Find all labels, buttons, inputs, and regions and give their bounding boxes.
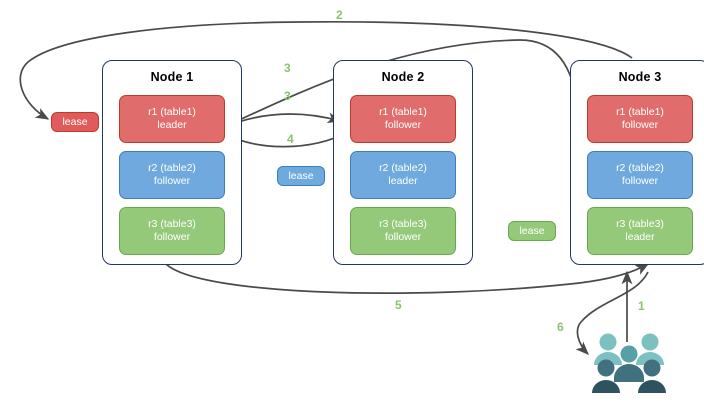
- node-card-1: Node 1 r1 (table1) leader r2 (table2) fo…: [102, 60, 242, 265]
- lease-badge-table2[interactable]: lease: [277, 166, 325, 186]
- edge-5: [165, 263, 650, 294]
- replica-node1-r3[interactable]: r3 (table3) follower: [119, 207, 225, 255]
- replica-role: follower: [153, 175, 191, 187]
- replica-node1-r2[interactable]: r2 (table2) follower: [119, 151, 225, 199]
- replica-node3-r3[interactable]: r3 (table3) leader: [587, 207, 693, 255]
- edge-label-3-upper: 3: [284, 61, 291, 75]
- replica-name: r1 (table1): [616, 105, 664, 118]
- users-group-icon: [592, 333, 666, 393]
- node-title-1: Node 1: [150, 70, 194, 84]
- node-card-3: Node 3 r1 (table1) follower r2 (table2) …: [570, 60, 704, 265]
- replica-role: follower: [621, 119, 659, 131]
- edge-label-3-lower: 3: [284, 89, 291, 103]
- replica-name: r2 (table2): [379, 161, 427, 174]
- replica-role: follower: [384, 119, 422, 131]
- edge-label-1: 1: [638, 299, 645, 313]
- replica-name: r3 (table3): [379, 217, 427, 230]
- replica-name: r2 (table2): [616, 161, 664, 174]
- replica-name: r3 (table3): [616, 217, 664, 230]
- replica-name: r1 (table1): [148, 105, 196, 118]
- node-title-3: Node 3: [618, 70, 662, 84]
- edge-label-5: 5: [395, 298, 402, 312]
- replica-node3-r1[interactable]: r1 (table1) follower: [587, 95, 693, 143]
- replica-node1-r1[interactable]: r1 (table1) leader: [119, 95, 225, 143]
- replica-role: leader: [625, 231, 655, 243]
- replica-role: leader: [157, 119, 187, 131]
- replica-node2-r2[interactable]: r2 (table2) leader: [350, 151, 456, 199]
- lease-badge-table1[interactable]: lease: [51, 112, 99, 132]
- node-card-2: Node 2 r1 (table1) follower r2 (table2) …: [333, 60, 473, 265]
- replica-name: r2 (table2): [148, 161, 196, 174]
- replica-role: follower: [621, 175, 659, 187]
- edge-label-2: 2: [336, 8, 343, 22]
- edge-label-4: 4: [287, 132, 294, 146]
- replica-role: follower: [153, 231, 191, 243]
- replica-name: r1 (table1): [379, 105, 427, 118]
- replica-node2-r3[interactable]: r3 (table3) follower: [350, 207, 456, 255]
- replica-role: leader: [388, 175, 418, 187]
- replica-node3-r2[interactable]: r2 (table2) follower: [587, 151, 693, 199]
- node-title-2: Node 2: [381, 70, 425, 84]
- lease-badge-table3[interactable]: lease: [508, 221, 556, 241]
- replica-node2-r1[interactable]: r1 (table1) follower: [350, 95, 456, 143]
- replica-role: follower: [384, 231, 422, 243]
- edge-label-6: 6: [557, 320, 564, 334]
- replica-name: r3 (table3): [148, 217, 196, 230]
